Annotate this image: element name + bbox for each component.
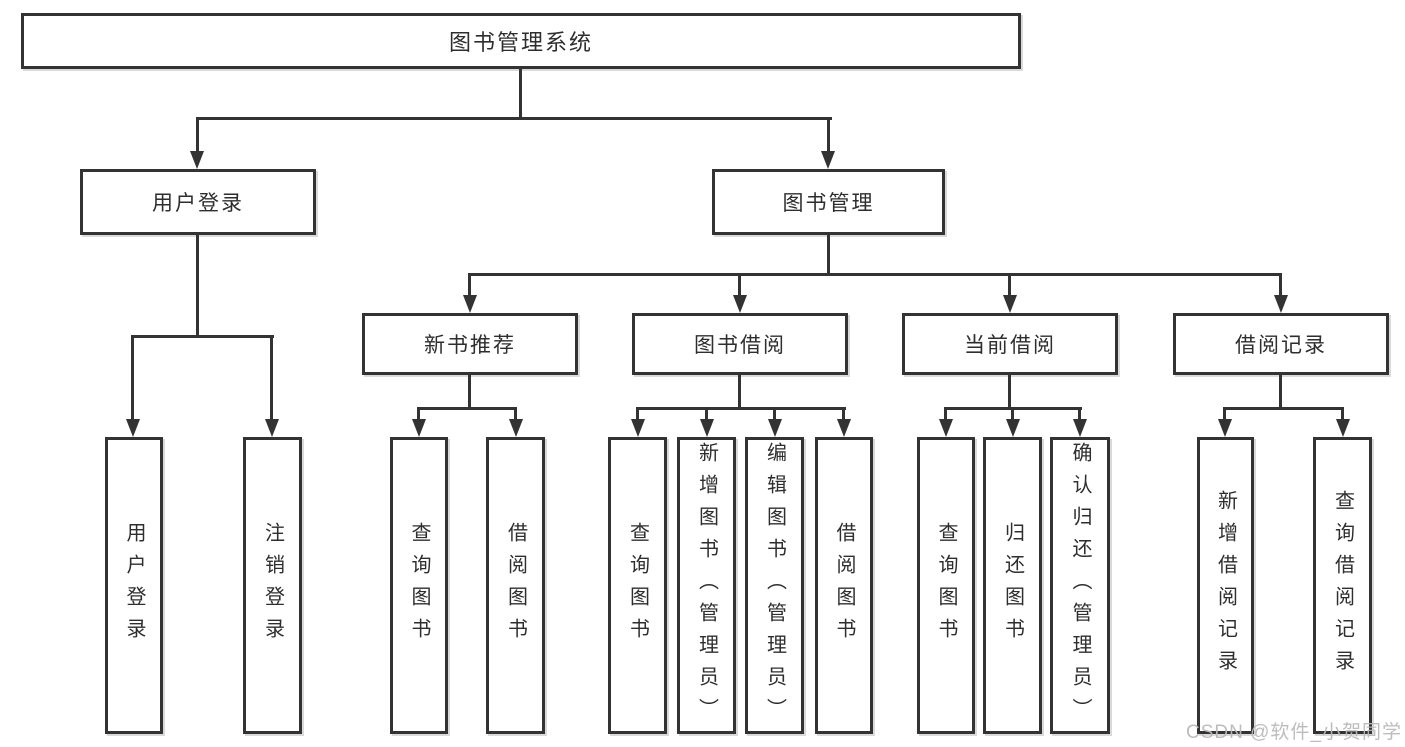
node-add-borrow-record: 新增借阅记录 [1197, 437, 1254, 734]
arrowhead-icon [509, 419, 523, 437]
connector-line [514, 407, 517, 419]
connector-line [1341, 407, 1344, 419]
node-label: 借阅记录 [1235, 334, 1327, 357]
connector-line [519, 69, 522, 117]
connector-line [773, 407, 776, 419]
connector-line [1279, 273, 1282, 295]
connector-line [738, 273, 741, 295]
node-add-book-admin: 新增图书（管理员） [677, 437, 736, 734]
arrowhead-icon [631, 419, 645, 437]
arrowhead-icon [190, 151, 204, 169]
connector-line [1011, 407, 1014, 419]
connector-line [842, 407, 845, 419]
node-borrow-books-recommendation: 借阅图书 [486, 437, 545, 734]
node-label: 新书推荐 [424, 334, 516, 357]
arrowhead-icon [1073, 419, 1087, 437]
connector-line [131, 335, 134, 419]
node-book-management: 图书管理 [712, 169, 945, 235]
connector-line [1223, 407, 1226, 419]
node-confirm-return-admin: 确认归还（管理员） [1050, 437, 1110, 734]
arrowhead-icon [1336, 419, 1350, 437]
node-current-borrowing: 当前借阅 [902, 313, 1118, 375]
connector-line [1078, 407, 1081, 419]
node-borrow-books-borrowing: 借阅图书 [815, 437, 873, 734]
node-label: 新增图书（管理员） [695, 441, 718, 730]
connector-line [270, 335, 273, 419]
arrowhead-icon [1003, 295, 1017, 313]
node-label: 借阅图书 [504, 521, 527, 650]
connector-line [944, 407, 947, 419]
connector-line [468, 273, 1282, 276]
node-book-borrowing: 图书借阅 [632, 313, 848, 375]
connector-line [1008, 375, 1011, 407]
node-library-management-system: 图书管理系统 [21, 13, 1021, 69]
arrowhead-icon [1006, 419, 1020, 437]
node-label: 查询图书 [408, 521, 430, 650]
arrowhead-icon [837, 419, 851, 437]
node-label: 用户登录 [123, 521, 145, 650]
arrowhead-icon [126, 419, 140, 437]
node-leaf-user-login: 用户登录 [105, 437, 163, 734]
node-label: 图书管理 [782, 192, 875, 215]
node-label: 查询图书 [626, 521, 649, 650]
node-label: 图书借阅 [694, 334, 786, 357]
arrowhead-icon [700, 419, 714, 437]
connector-line [196, 117, 199, 152]
connector-line [1279, 375, 1282, 407]
csdn-watermark: CSDN @软件_小贺同学 [1186, 722, 1402, 743]
node-label: 注销登录 [261, 521, 284, 650]
connector-line [417, 407, 517, 410]
node-label: 新增借阅记录 [1214, 489, 1237, 682]
connector-line [196, 117, 832, 120]
node-query-books-recommendation: 查询图书 [390, 437, 448, 734]
node-user-login: 用户登录 [80, 169, 316, 235]
node-label: 查询图书 [935, 521, 957, 650]
node-query-borrow-record: 查询借阅记录 [1313, 437, 1372, 734]
connector-line [636, 407, 639, 419]
node-label: 用户登录 [152, 192, 244, 215]
connector-line [705, 407, 708, 419]
node-new-book-recommendation: 新书推荐 [362, 313, 578, 375]
arrowhead-icon [265, 419, 279, 437]
arrowhead-icon [768, 419, 782, 437]
arrowhead-icon [1218, 419, 1232, 437]
connector-line [827, 117, 830, 152]
node-label: 当前借阅 [964, 334, 1056, 357]
node-leaf-logout: 注销登录 [243, 437, 302, 734]
connector-line [417, 407, 420, 419]
arrowhead-icon [412, 419, 426, 437]
node-edit-book-admin: 编辑图书（管理员） [745, 437, 804, 734]
node-query-books-borrowing: 查询图书 [608, 437, 667, 734]
node-label: 图书管理系统 [448, 30, 593, 55]
node-label: 归还图书 [1001, 521, 1024, 650]
arrowhead-icon [821, 151, 835, 169]
arrowhead-icon [939, 419, 953, 437]
node-query-books-current: 查询图书 [917, 437, 975, 734]
connector-line [196, 235, 199, 335]
connector-line [1008, 273, 1011, 295]
connector-line [131, 335, 274, 338]
node-label: 编辑图书（管理员） [763, 441, 786, 730]
connector-line [738, 375, 741, 407]
connector-line [636, 407, 846, 410]
node-borrowing-records: 借阅记录 [1173, 313, 1389, 375]
connector-line [468, 375, 471, 407]
arrowhead-icon [1274, 295, 1288, 313]
connector-line [1223, 407, 1344, 410]
connector-line [468, 273, 471, 295]
node-label: 借阅图书 [833, 521, 855, 650]
node-return-book: 归还图书 [983, 437, 1042, 734]
node-label: 查询借阅记录 [1331, 489, 1354, 682]
connector-line [827, 235, 830, 273]
arrowhead-icon [463, 295, 477, 313]
node-label: 确认归还（管理员） [1069, 441, 1091, 730]
arrowhead-icon [733, 295, 747, 313]
